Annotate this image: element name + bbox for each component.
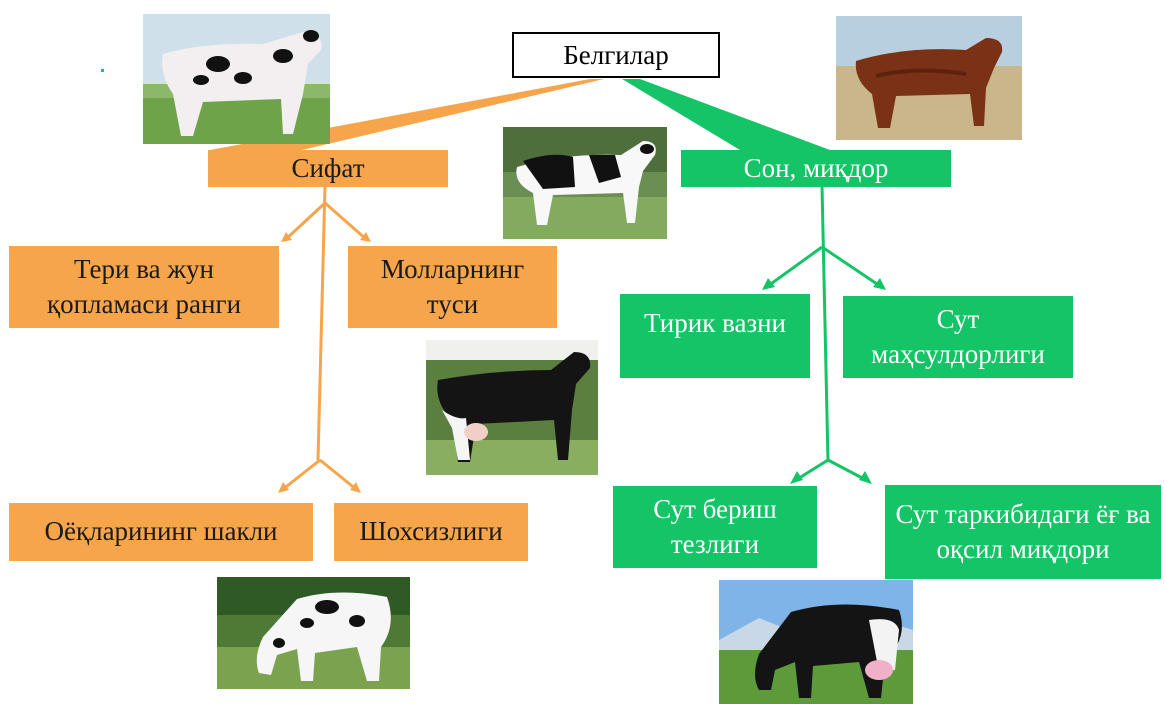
holstein-cow-photo-2 — [503, 127, 667, 239]
quality-child-label: Молларнинг туси — [380, 253, 525, 319]
root-label: Белгилар — [563, 39, 669, 70]
quantity-child-label: Тирик вазни — [643, 308, 787, 338]
quality-tree-lines — [281, 185, 368, 492]
holstein-cow-photo-1 — [143, 14, 330, 144]
holstein-cow-photo-3 — [426, 340, 598, 475]
quantity-child-label: Сут маҳсулдорлиги — [871, 303, 1045, 369]
quantity-tree-lines — [767, 185, 881, 482]
quality-child-label: Оёқларининг шакли — [44, 516, 278, 547]
quality-child-label: Тери ва жун қопламаси ранги — [46, 253, 242, 319]
quantity-child-fat-protein: Сут таркибидаги ёғ ва оқсил миқдори — [885, 485, 1161, 579]
quantity-child-label: Сут бериш тезлиги — [653, 493, 777, 559]
quality-child-cattle-color: Молларнинг туси — [348, 246, 557, 328]
quality-label: Сифат — [291, 152, 365, 183]
quality-child-polledness: Шохсизлиги — [334, 503, 528, 561]
quantity-node: Сон, миқдор — [681, 150, 951, 187]
quality-child-skin-color: Тери ва жун қопламаси ранги — [9, 246, 279, 328]
quantity-child-milking-rate: Сут бериш тезлиги — [613, 486, 817, 568]
quantity-label: Сон, миқдор — [743, 152, 889, 183]
holstein-cow-grazing-photo-1 — [217, 577, 410, 689]
quantity-child-live-weight: Тирик вазни — [620, 294, 810, 378]
holstein-cow-grazing-photo-2 — [719, 580, 913, 704]
brown-bull-photo — [836, 16, 1022, 140]
quality-child-label: Шохсизлиги — [359, 516, 503, 547]
root-node: Белгилар — [512, 32, 720, 78]
quality-node: Сифат — [208, 150, 448, 187]
quantity-child-milk-yield: Сут маҳсулдорлиги — [843, 296, 1073, 378]
root-to-quantity-connector — [622, 79, 830, 150]
stray-dot — [101, 69, 104, 72]
quantity-child-label: Сут таркибидаги ёғ ва оқсил миқдори — [895, 498, 1151, 564]
quality-child-leg-shape: Оёқларининг шакли — [9, 503, 313, 561]
